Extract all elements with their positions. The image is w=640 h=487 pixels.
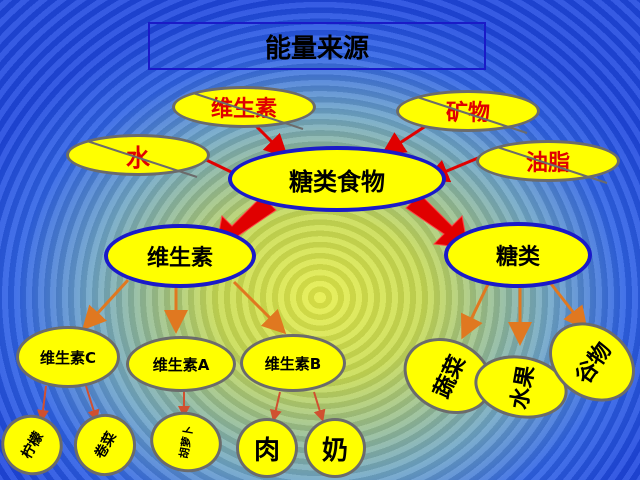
strike-icon <box>86 140 198 178</box>
excluded-left: 水 <box>66 134 210 178</box>
branch-vitamin: 维生素 <box>104 224 256 288</box>
branch-sugar: 糖类 <box>444 222 592 288</box>
center-node: 糖类食物 <box>228 146 446 212</box>
title-box: 能量来源 <box>148 22 486 70</box>
vitamin-a-node: 维生素A <box>126 336 236 392</box>
food-meat: 肉 <box>236 418 298 478</box>
strike-icon <box>496 146 608 184</box>
excluded-top-right: 矿物 <box>396 90 540 134</box>
page-title: 能量来源 <box>264 33 369 64</box>
strike-icon <box>192 92 304 130</box>
food-milk: 奶 <box>304 418 366 478</box>
vitamin-c-node: 维生素C <box>16 326 120 388</box>
excluded-top-left: 维生素 <box>172 86 316 130</box>
strike-icon <box>416 96 528 134</box>
excluded-right: 油脂 <box>476 140 620 184</box>
vitamin-b-node: 维生素B <box>240 334 346 392</box>
